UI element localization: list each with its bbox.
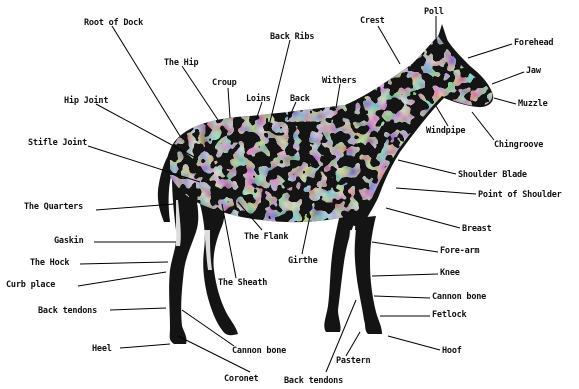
label-the-hock: The Hock: [30, 258, 69, 268]
label-curb-place: Curb place: [6, 280, 55, 290]
label-pastern: Pastern: [336, 356, 370, 366]
label-hip-joint: Hip Joint: [64, 96, 108, 106]
label-root-of-dock: Root of Dock: [84, 18, 143, 28]
label-the-sheath: The Sheath: [218, 278, 267, 288]
label-the-hip: The Hip: [164, 58, 198, 68]
label-knee: Knee: [440, 268, 460, 278]
label-breast: Breast: [462, 224, 492, 234]
label-the-quarters: The Quarters: [24, 202, 83, 212]
label-forehead: Forehead: [514, 38, 553, 48]
label-stifle-joint: Stifle Joint: [28, 138, 87, 148]
label-muzzle: Muzzle: [518, 99, 548, 109]
label-cannon-bone-rear: Cannon bone: [232, 346, 286, 356]
label-hoof: Hoof: [442, 346, 462, 356]
label-back-ribs: Back Ribs: [270, 32, 314, 42]
label-back-tendons-left: Back tendons: [38, 306, 97, 316]
label-fore-arm: Fore-arm: [440, 246, 479, 256]
label-coronet: Coronet: [224, 374, 258, 384]
label-the-flank: The Flank: [244, 232, 288, 242]
fore-leg-far: [355, 216, 383, 334]
label-shoulder-blade: Shoulder Blade: [458, 170, 527, 180]
label-fetlock: Fetlock: [432, 310, 466, 320]
label-poll: Poll: [424, 7, 444, 17]
label-heel: Heel: [92, 344, 112, 354]
hind-leg-far: [200, 204, 238, 335]
label-withers: Withers: [322, 76, 356, 86]
label-jaw: Jaw: [526, 66, 541, 76]
label-croup: Croup: [212, 78, 237, 88]
label-chingroove: Chingroove: [494, 140, 543, 150]
label-point-of-shoulder: Point of Shoulder: [478, 190, 562, 200]
label-back-tendons-bottom: Back tendons: [284, 376, 343, 386]
label-cannon-bone-front: Cannon bone: [432, 292, 486, 302]
label-girthe: Girthe: [288, 256, 318, 266]
label-crest: Crest: [360, 16, 385, 26]
label-windpipe: Windpipe: [426, 126, 465, 136]
label-back: Back: [290, 94, 310, 104]
label-loins: Loins: [246, 94, 271, 104]
label-gaskin: Gaskin: [54, 236, 84, 246]
